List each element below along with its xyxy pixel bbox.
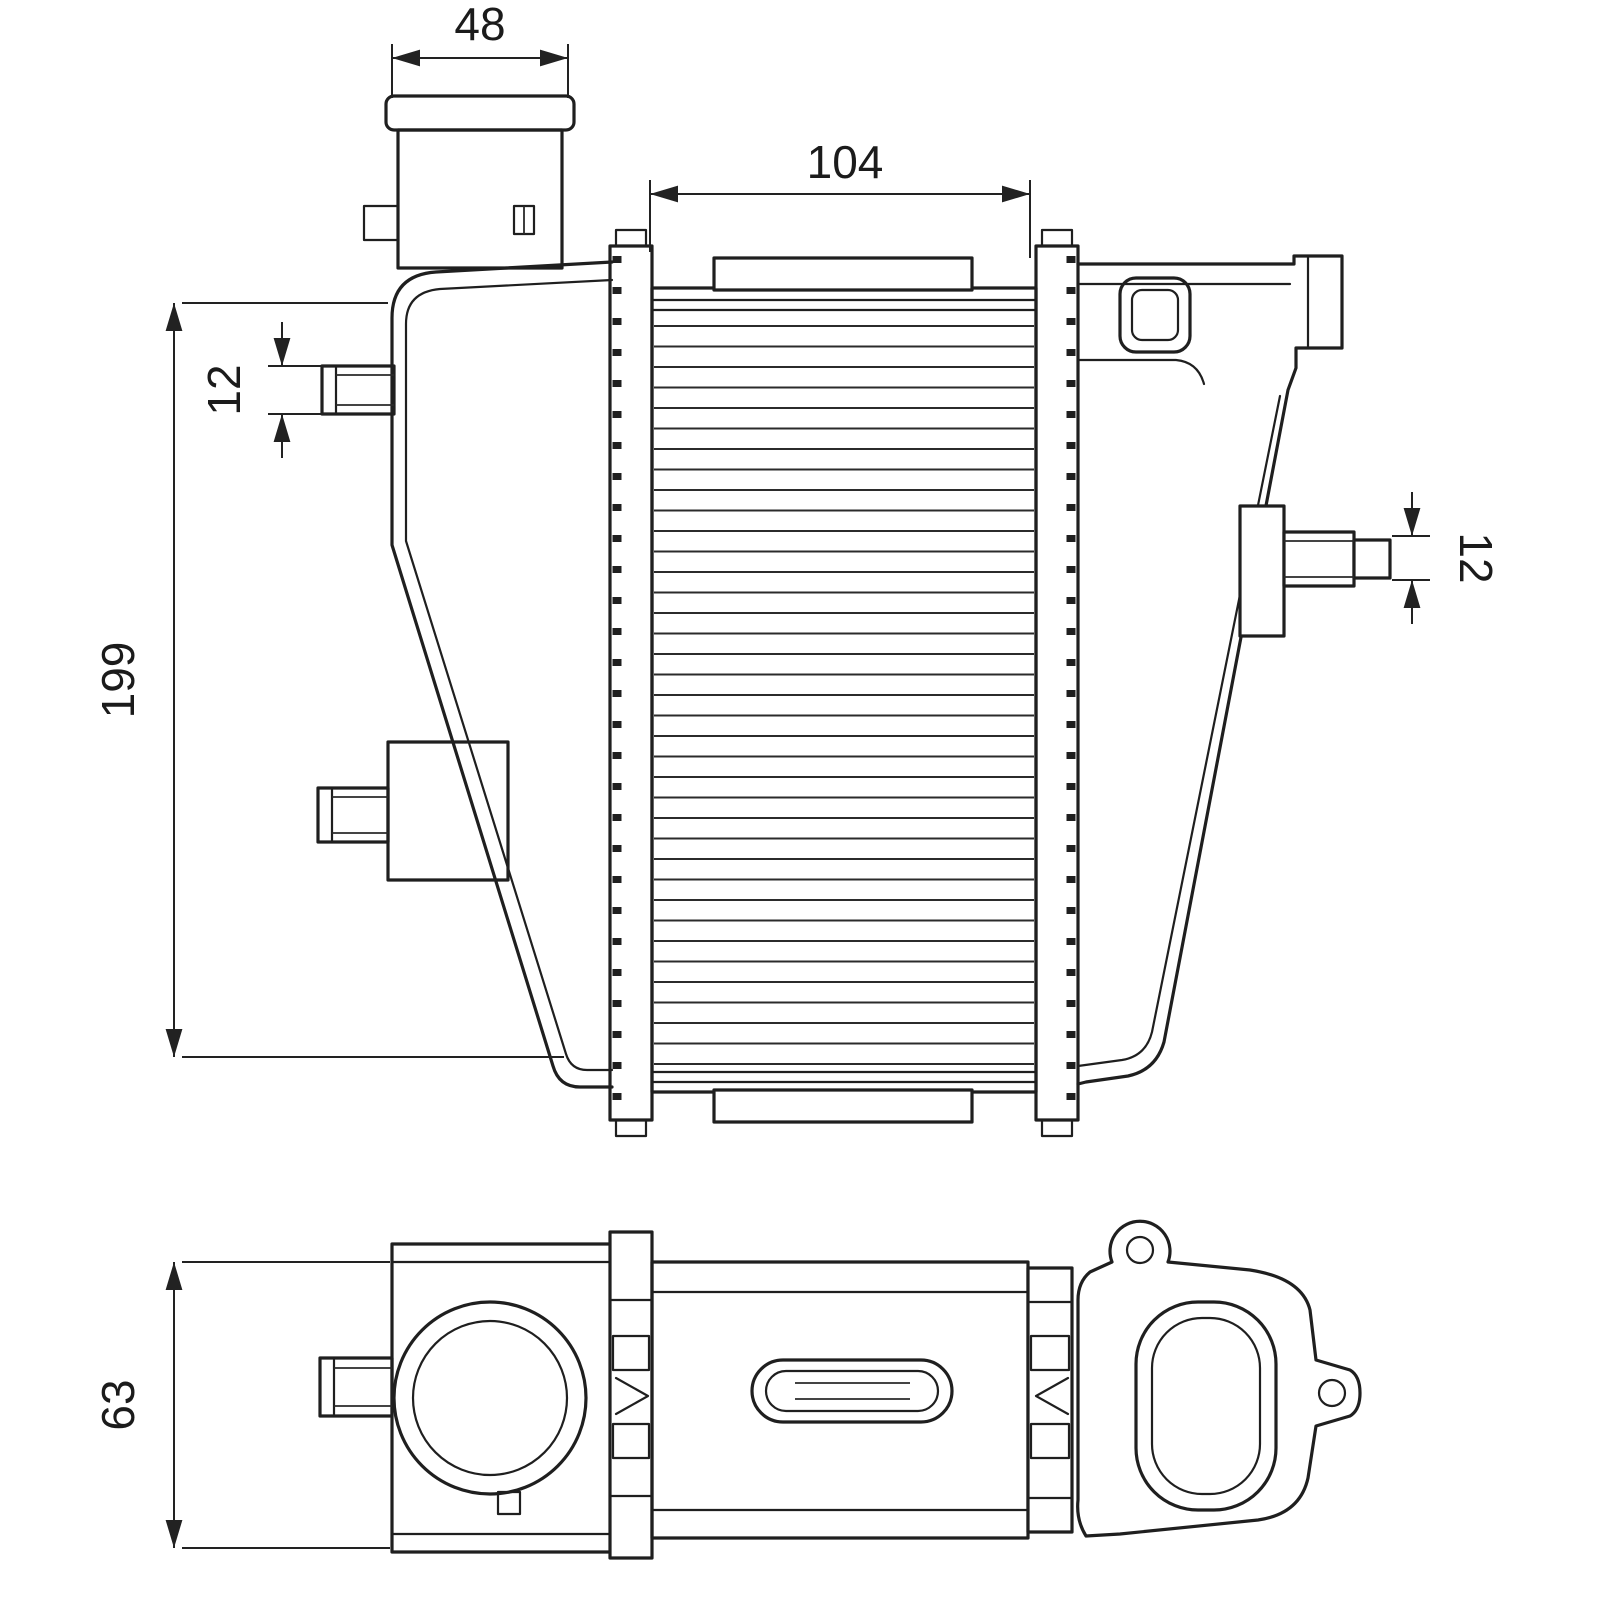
pipe-opening-clip <box>496 1490 522 1516</box>
left-tank-inner <box>404 278 614 1072</box>
dim-label-104: 104 <box>807 136 884 188</box>
core-right-header <box>1034 228 1080 1138</box>
right-tank-outer <box>1076 254 1344 1086</box>
bracket-hole-right <box>1317 1378 1347 1408</box>
core <box>650 256 1038 1124</box>
dimension-48: 48 <box>391 0 569 98</box>
bracket-outline <box>1076 1219 1362 1538</box>
dimension-199: 199 <box>92 302 564 1058</box>
left-header-bottom-notch <box>614 1118 648 1138</box>
dim-label-12-right: 12 <box>1450 532 1502 583</box>
pipe-side-tab <box>362 204 400 242</box>
bottom-left-strip-jaw-top <box>611 1334 651 1372</box>
dim-label-48: 48 <box>454 0 505 50</box>
inlet-pipe-body <box>396 128 564 270</box>
bottom-left-strip <box>608 1230 654 1560</box>
left-lower-stub <box>316 740 510 882</box>
bottom-right-strip <box>1026 1266 1074 1534</box>
pipe-opening-outer <box>392 1300 588 1496</box>
dim-label-199: 199 <box>92 642 144 719</box>
bottom-right-strip-jaw-bottom <box>1029 1422 1071 1460</box>
core-left-header <box>608 228 654 1138</box>
inlet-pipe <box>362 94 576 270</box>
oval-slot-outer <box>750 1358 954 1424</box>
left-upper-stub <box>320 364 396 416</box>
bottom-left-strip-chevron <box>614 1376 650 1416</box>
left-header-plate <box>608 244 654 1122</box>
core-fins <box>654 316 1034 1068</box>
top-bracket-hole-inner <box>1130 288 1180 342</box>
dimension-12-right: 12 <box>1392 492 1502 624</box>
bottom-right-strip-chevron <box>1034 1376 1070 1416</box>
front-view <box>316 94 1392 1138</box>
bottom-left-body <box>390 1242 614 1554</box>
left-header-top-notch <box>614 228 648 248</box>
bottom-right-strip-jaw-top <box>1029 1334 1071 1372</box>
inlet-pipe-flange <box>384 94 576 132</box>
right-tank <box>1076 254 1344 1086</box>
left-lower-stub-body <box>316 786 390 844</box>
dimension-63: 63 <box>92 1261 390 1549</box>
dimension-12-left: 12 <box>198 322 330 458</box>
left-tank <box>390 260 614 1089</box>
left-tank-outer <box>390 260 614 1089</box>
top-bracket-hole-outer <box>1118 276 1192 354</box>
oval-slot-inner <box>764 1369 940 1413</box>
core-bottom-tab <box>712 1088 974 1124</box>
right-tank-inner <box>1076 394 1282 1068</box>
right-header-bottom-notch <box>1040 1118 1074 1138</box>
bottom-middle-body <box>650 1260 1030 1540</box>
left-upper-stub-body <box>320 364 396 416</box>
bottom-left-strip-jaw-bottom <box>611 1422 651 1460</box>
right-header-plate <box>1034 244 1080 1122</box>
bottom-right-strip-body <box>1026 1266 1074 1534</box>
right-header-top-notch <box>1040 228 1074 248</box>
dimensions: 48 104 12 199 <box>92 0 1502 1549</box>
bottom-left-stub <box>318 1356 394 1418</box>
pipe-opening-inner <box>411 1319 569 1477</box>
dim-label-12-left: 12 <box>198 364 250 415</box>
dimension-104: 104 <box>649 136 1031 258</box>
bottom-middle-boundary <box>650 1260 1030 1540</box>
bottom-right-bracket <box>1076 1219 1362 1538</box>
bracket-opening-inner <box>1150 1316 1262 1496</box>
right-outlet-stub <box>1238 504 1392 638</box>
bracket-opening-outer <box>1134 1300 1278 1512</box>
core-top-tab <box>712 256 974 292</box>
right-stub-plate <box>1238 504 1286 638</box>
right-bracket-lower-edge <box>1076 358 1206 386</box>
bottom-left-tank <box>318 1242 614 1554</box>
bracket-hole-top <box>1125 1235 1155 1265</box>
dim-label-63: 63 <box>92 1379 144 1430</box>
bottom-view <box>318 1219 1362 1560</box>
right-stub-tip <box>1352 538 1392 580</box>
